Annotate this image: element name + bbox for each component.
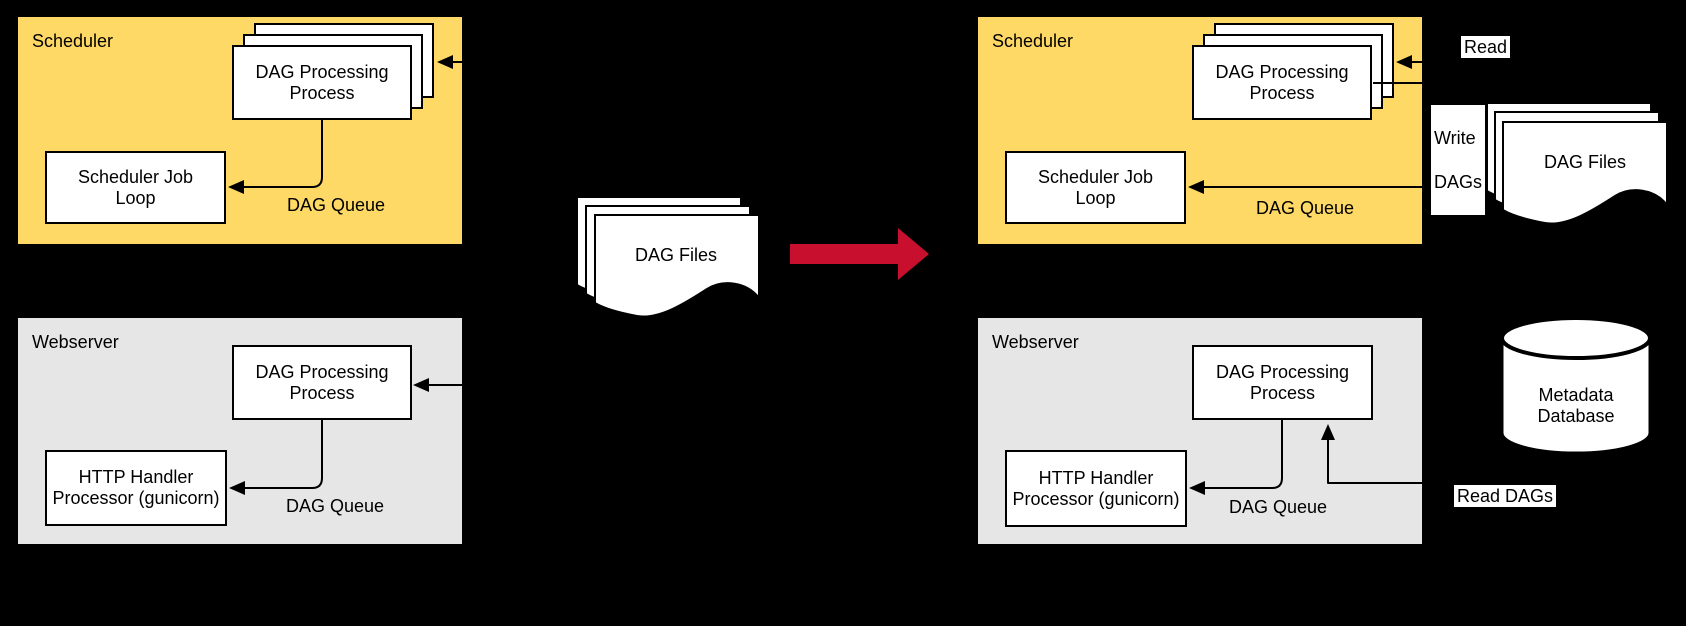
- node-dag-processing-scheduler-before: DAG Processing Process: [232, 45, 412, 120]
- node-scheduler-job-loop-before: Scheduler Job Loop: [45, 151, 226, 224]
- node-scheduler-job-loop-after: Scheduler Job Loop: [1005, 151, 1186, 224]
- node-http-handler-after: HTTP Handler Processor (gunicorn): [1005, 450, 1187, 527]
- node-label: DAG Processing: [255, 361, 389, 382]
- edge-label-read-dags: Read DAGs: [1454, 485, 1557, 507]
- edge-label-dag-queue: DAG Queue: [285, 496, 385, 516]
- edge-label-dag-queue: DAG Queue: [1255, 198, 1355, 218]
- metadata-database-line1: Metadata: [1538, 385, 1614, 405]
- node-label: Process: [1249, 382, 1316, 403]
- edge-label-dag-queue: DAG Queue: [286, 195, 386, 215]
- edge-label-dag-queue: DAG Queue: [1228, 497, 1328, 517]
- node-label: Scheduler Job: [77, 166, 194, 187]
- node-label: Process: [289, 382, 355, 403]
- node-label: Process: [289, 82, 355, 103]
- edge-label-write-dags: Write DAGs: [1431, 105, 1486, 215]
- panel-title-webserver: Webserver: [992, 332, 1079, 352]
- node-dag-processing-scheduler-after: DAG Processing Process: [1192, 45, 1372, 120]
- node-label: Process: [1249, 82, 1315, 103]
- node-label: DAG Processing: [1215, 61, 1349, 82]
- node-dag-processing-webserver-after: DAG Processing Process: [1192, 345, 1373, 420]
- node-label: DAG Processing: [255, 61, 389, 82]
- node-label: HTTP Handler: [1038, 467, 1154, 488]
- node-label: HTTP Handler: [78, 467, 194, 487]
- node-label: Loop: [115, 187, 156, 208]
- dag-files-label-center: DAG Files: [634, 245, 717, 265]
- dag-files-label-right: DAG Files: [1543, 152, 1626, 172]
- node-http-handler-before: HTTP Handler Processor (gunicorn): [45, 450, 227, 526]
- write-dags-line2: DAGs: [1434, 172, 1483, 192]
- node-dag-processing-webserver-before: DAG Processing Process: [232, 345, 412, 420]
- panel-title-scheduler: Scheduler: [32, 31, 114, 51]
- panel-title-webserver: Webserver: [32, 332, 119, 352]
- node-label: Scheduler Job: [1037, 166, 1154, 187]
- metadata-database-line2: Database: [1537, 406, 1615, 426]
- edge-label-read: Read: [1461, 36, 1511, 58]
- node-label: Processor (gunicorn): [1012, 488, 1180, 509]
- metadata-database-label: Metadata Database: [1516, 385, 1636, 427]
- write-dags-line1: Write: [1434, 128, 1476, 148]
- node-label: Loop: [1075, 187, 1116, 208]
- panel-title-scheduler: Scheduler: [992, 31, 1074, 51]
- node-label: Processor (gunicorn): [52, 488, 220, 508]
- transition-arrow-icon: [790, 228, 929, 280]
- node-label: DAG Processing: [1215, 361, 1350, 382]
